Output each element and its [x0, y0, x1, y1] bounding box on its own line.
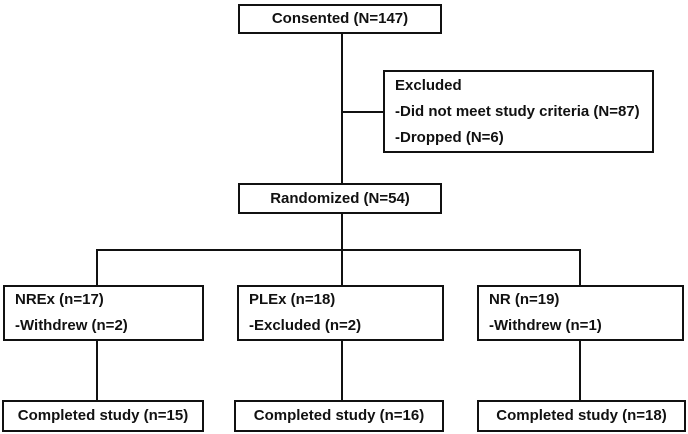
connector-split-to-nr	[579, 249, 581, 286]
excluded-criteria-label: -Did not meet study criteria (N=87)	[395, 102, 640, 120]
connector-consented-to-randomized	[341, 33, 343, 184]
connector-plex-to-completed	[341, 340, 343, 400]
completed-plex-box: Completed study (n=16)	[234, 400, 444, 432]
consented-label: Consented (N=147)	[271, 10, 409, 27]
excluded-title: Excluded	[395, 76, 462, 94]
connector-randomized-to-split	[341, 214, 343, 250]
arm-nrex-box: NREx (n=17) -Withdrew (n=2)	[3, 285, 204, 341]
excluded-dropped-label: -Dropped (N=6)	[395, 128, 504, 146]
arm-plex-label: PLEx (n=18)	[249, 291, 336, 308]
excluded-box: Excluded -Did not meet study criteria (N…	[383, 70, 654, 153]
arm-nr-box: NR (n=19) -Withdrew (n=1)	[477, 285, 684, 341]
consented-box: Consented (N=147)	[238, 4, 442, 34]
connector-split-to-nrex	[96, 249, 98, 286]
connector-branch-to-excluded	[342, 111, 384, 113]
completed-plex-label: Completed study (n=16)	[253, 407, 425, 424]
randomized-label: Randomized (N=54)	[270, 189, 410, 207]
connector-nrex-to-completed	[96, 340, 98, 400]
completed-nrex-label: Completed study (n=15)	[17, 407, 189, 424]
connector-split-to-plex	[341, 249, 343, 286]
arm-nrex-label: NREx (n=17)	[15, 291, 104, 308]
connector-split-horizontal	[96, 249, 581, 251]
connector-nr-to-completed	[579, 340, 581, 400]
arm-nr-label: NR (n=19)	[489, 291, 560, 308]
completed-nrex-box: Completed study (n=15)	[2, 400, 204, 432]
arm-nr-withdrew-label: -Withdrew (n=1)	[489, 317, 602, 334]
arm-nrex-withdrew-label: -Withdrew (n=2)	[15, 317, 128, 334]
randomized-box: Randomized (N=54)	[238, 183, 442, 214]
arm-plex-excluded-label: -Excluded (n=2)	[249, 317, 362, 334]
completed-nr-label: Completed study (n=18)	[496, 407, 667, 424]
arm-plex-box: PLEx (n=18) -Excluded (n=2)	[237, 285, 444, 341]
completed-nr-box: Completed study (n=18)	[477, 400, 686, 432]
